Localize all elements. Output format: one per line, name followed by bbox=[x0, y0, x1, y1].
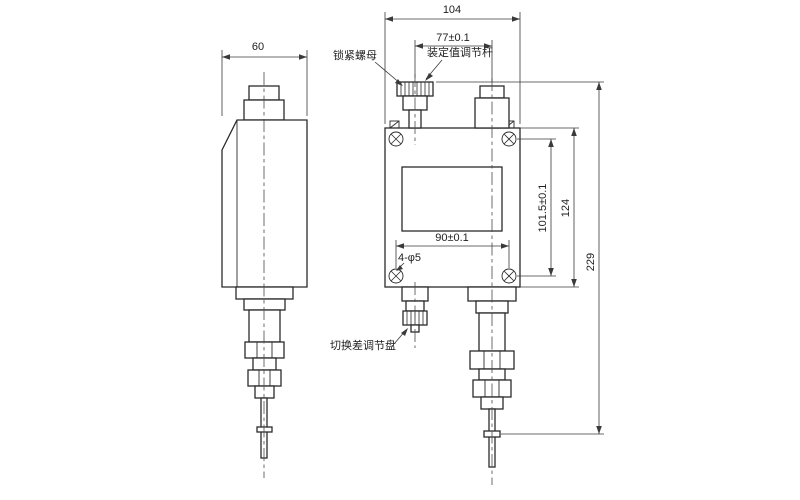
corner-screw-top-left bbox=[388, 131, 404, 147]
label-lock-nut: 锁紧螺母 bbox=[333, 48, 403, 86]
corner-screw-bottom-right bbox=[501, 268, 517, 284]
dim-body-height: 124 bbox=[520, 127, 579, 288]
corner-screw-bottom-left bbox=[388, 268, 404, 284]
dim-body-height-text: 124 bbox=[560, 199, 572, 217]
front-body bbox=[384, 127, 521, 288]
label-setting-rod: 装定值调节杆 bbox=[425, 45, 493, 81]
dim-hole-span-vertical: 101.5±0.1 bbox=[517, 138, 556, 277]
dim-hole-span-horizontal-text: 90±0.1 bbox=[435, 232, 469, 244]
dim-knob-span-text: 77±0.1 bbox=[436, 32, 470, 44]
label-setting-rod-text: 装定值调节杆 bbox=[427, 45, 493, 59]
dim-hole-span-horizontal: 90±0.1 bbox=[395, 232, 510, 268]
side-sensor-probe bbox=[256, 397, 273, 459]
dim-hole-span-vertical-text: 101.5±0.1 bbox=[537, 184, 549, 233]
label-diff-disc: 切换差调节盘 bbox=[330, 328, 408, 352]
label-mount-holes: 4-φ5 bbox=[396, 252, 421, 271]
label-lock-nut-text: 锁紧螺母 bbox=[333, 48, 377, 62]
side-lower-fitting bbox=[235, 286, 294, 399]
dim-knob-span: 77±0.1 bbox=[414, 32, 493, 82]
label-mount-holes-text: 4-φ5 bbox=[398, 252, 421, 264]
side-view: 60 bbox=[221, 41, 308, 478]
display-window bbox=[401, 166, 503, 232]
dim-front-width: 104 bbox=[384, 4, 521, 124]
dim-overall-height-text: 229 bbox=[585, 253, 597, 271]
dim-overall-height: 229 bbox=[436, 81, 604, 435]
label-diff-disc-text: 切换差调节盘 bbox=[330, 338, 396, 352]
front-view: 104 77±0.1 90±0.1 4-φ5 bbox=[330, 4, 604, 485]
side-body bbox=[221, 119, 308, 288]
dim-side-width-text: 60 bbox=[252, 41, 264, 53]
dim-side-width: 60 bbox=[221, 41, 308, 116]
dim-front-width-text: 104 bbox=[443, 4, 461, 16]
corner-screw-top-right bbox=[501, 131, 517, 147]
pressure-port bbox=[467, 286, 517, 410]
